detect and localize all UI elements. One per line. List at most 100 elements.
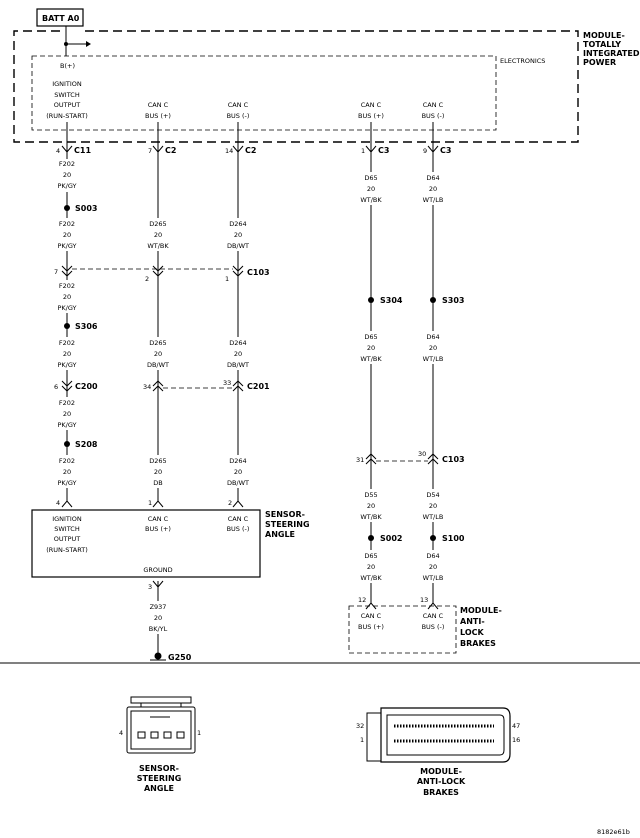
svg-text:C3: C3 [440,146,451,155]
svg-text:1: 1 [225,275,229,283]
svg-text:GROUND: GROUND [143,566,172,574]
svg-text:20: 20 [234,350,242,358]
svg-text:S306: S306 [75,322,98,331]
svg-text:ANTI-LOCK: ANTI-LOCK [417,777,466,786]
splice-s100: S100 [430,534,465,543]
splice-s304: S304 [368,296,403,305]
svg-text:SWITCH: SWITCH [54,91,80,99]
svg-text:9: 9 [423,147,427,155]
svg-text:12: 12 [358,596,366,604]
svg-text:CAN C: CAN C [148,515,169,523]
svg-text:WT/BK: WT/BK [147,242,169,250]
svg-text:LOCK: LOCK [460,628,484,637]
svg-text:D265: D265 [149,339,166,347]
connector-c3-9: 9 C3 [423,146,451,155]
svg-text:4: 4 [119,729,123,737]
svg-text:ANTI-: ANTI- [460,617,485,626]
svg-text:BUS (-): BUS (-) [422,623,445,631]
ground-g250: G250 [150,652,192,662]
svg-text:D65: D65 [364,552,377,560]
svg-text:20: 20 [429,185,437,193]
svg-text:20: 20 [154,231,162,239]
svg-text:20: 20 [63,410,71,418]
svg-text:(RUN-START): (RUN-START) [46,112,88,120]
svg-text:DB/WT: DB/WT [227,479,249,487]
svg-text:BUS (+): BUS (+) [358,623,384,631]
svg-text:BUS (-): BUS (-) [227,525,250,533]
svg-text:20: 20 [367,502,375,510]
svg-text:20: 20 [367,185,375,193]
figure-code: 8182e61b [597,828,630,836]
svg-text:7: 7 [54,268,58,276]
svg-text:C3: C3 [378,146,389,155]
svg-text:STEERING: STEERING [265,520,310,529]
svg-text:4: 4 [56,499,60,507]
svg-text:20: 20 [63,171,71,179]
svg-text:PK/GY: PK/GY [57,479,76,487]
svg-text:20: 20 [63,350,71,358]
svg-text:IGNITION: IGNITION [52,80,82,88]
svg-text:WT/BK: WT/BK [360,574,382,582]
svg-text:PK/GY: PK/GY [57,242,76,250]
svg-text:D64: D64 [426,333,439,341]
batt-a0-label: BATT A0 [42,14,80,23]
svg-text:CAN C: CAN C [228,101,249,109]
svg-text:PK/GY: PK/GY [57,361,76,369]
svg-text:G250: G250 [168,653,192,662]
svg-text:SENSOR-: SENSOR- [265,510,305,519]
svg-text:BRAKES: BRAKES [460,639,496,648]
svg-text:D264: D264 [229,220,246,228]
svg-text:47: 47 [512,722,520,730]
svg-text:32: 32 [356,722,364,730]
svg-text:CAN C: CAN C [361,101,382,109]
svg-text:20: 20 [63,293,71,301]
svg-text:PK/GY: PK/GY [57,304,76,312]
svg-text:6: 6 [54,383,58,391]
svg-text:F202: F202 [59,399,75,407]
svg-text:ANGLE: ANGLE [144,784,174,793]
svg-text:2: 2 [145,275,149,283]
arrow-right-icon [86,41,91,47]
svg-text:S208: S208 [75,440,98,449]
svg-text:DB/WT: DB/WT [147,361,169,369]
svg-text:C200: C200 [75,382,98,391]
svg-text:20: 20 [429,344,437,352]
svg-text:CAN C: CAN C [228,515,249,523]
tipm-module-outline [13,30,579,143]
svg-text:20: 20 [429,502,437,510]
svg-text:DB/WT: DB/WT [227,361,249,369]
svg-text:S003: S003 [75,204,97,213]
svg-text:13: 13 [420,596,428,604]
connector-c3-1: 1 C3 [361,146,389,155]
svg-text:1: 1 [361,147,365,155]
batt-a0-box: BATT A0 [36,8,84,27]
svg-text:14: 14 [225,147,233,155]
svg-text:D264: D264 [229,339,246,347]
svg-text:SWITCH: SWITCH [54,525,80,533]
svg-text:D55: D55 [364,491,377,499]
svg-text:3: 3 [148,583,152,591]
svg-text:INTEGRATED: INTEGRATED [583,49,640,58]
svg-text:ANGLE: ANGLE [265,530,295,539]
svg-text:MODULE-: MODULE- [420,767,462,776]
inline-connector-c103-lower: 31 30 C103 [356,450,465,465]
svg-text:Z937: Z937 [150,603,167,611]
svg-text:OUTPUT: OUTPUT [54,535,81,543]
svg-text:S303: S303 [442,296,464,305]
svg-text:BK/YL: BK/YL [149,625,168,633]
svg-text:BUS (-): BUS (-) [227,112,250,120]
abs-connector-view: 32 1 47 16 MODULE- ANTI-LOCK BRAKES [356,707,520,797]
svg-text:4: 4 [56,147,60,155]
svg-text:BRAKES: BRAKES [423,788,459,797]
svg-text:BUS (+): BUS (+) [358,112,384,120]
svg-text:S100: S100 [442,534,465,543]
bplus-feed: B(+) [60,26,91,70]
svg-text:16: 16 [512,736,520,744]
svg-text:CAN C: CAN C [423,101,444,109]
electronics-label: ELECTRONICS [500,57,545,65]
svg-text:WT/BK: WT/BK [360,196,382,204]
svg-text:31: 31 [356,456,364,464]
